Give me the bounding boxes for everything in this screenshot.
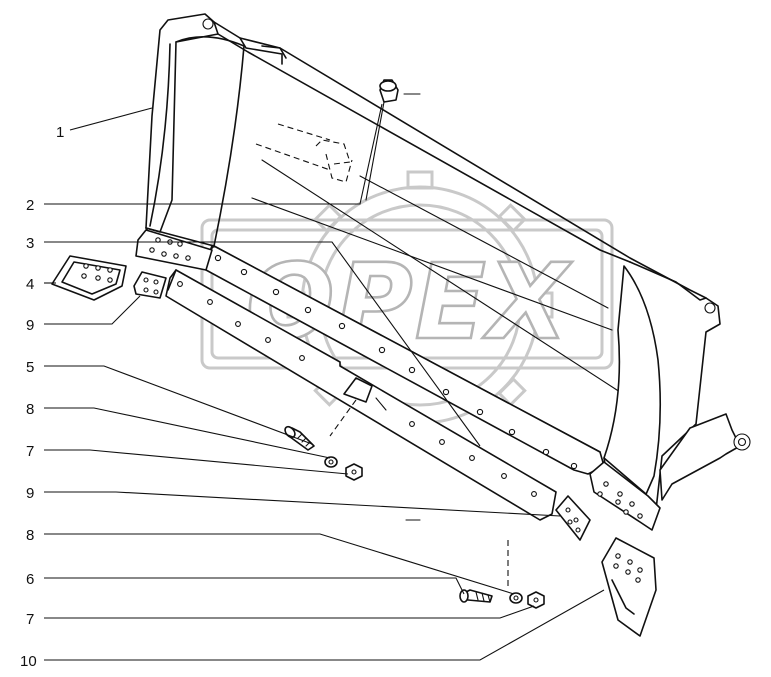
plug-fitting <box>365 79 421 201</box>
callout-labels: 1 2 3 4 9 5 8 7 9 8 6 7 10 <box>20 124 64 670</box>
fastener-set-lower <box>405 519 545 609</box>
leader-lines <box>44 103 605 661</box>
callout-10: 10 <box>20 653 37 670</box>
watermark: OPEX <box>200 170 614 440</box>
callout-8-upper: 8 <box>26 401 34 418</box>
callout-6: 6 <box>26 571 34 588</box>
end-bit-plate-left <box>51 255 127 301</box>
cutting-edge-holes <box>214 254 578 470</box>
blade-moldboard <box>145 13 751 517</box>
callout-9-lower: 9 <box>26 485 34 502</box>
callout-9-upper: 9 <box>26 317 34 334</box>
callout-7-lower: 7 <box>26 611 34 628</box>
callout-7-upper: 7 <box>26 443 34 460</box>
callout-1: 1 <box>56 124 64 141</box>
hidden-bracket <box>255 123 353 183</box>
callout-2: 2 <box>26 197 34 214</box>
exploded-cutting-edge <box>165 269 557 521</box>
right-end-bit-mounted <box>589 461 661 531</box>
fastener-set-upper <box>284 425 363 481</box>
callout-8-lower: 8 <box>26 527 34 544</box>
callout-4: 4 <box>26 276 34 293</box>
left-end-bit-mounted <box>135 229 213 271</box>
shim-plate-right <box>555 495 591 541</box>
end-bit-plate-right <box>601 537 657 637</box>
exploded-edge-holes <box>177 281 537 497</box>
cutting-edge <box>205 245 605 475</box>
callout-5: 5 <box>26 359 34 376</box>
callout-3: 3 <box>26 235 34 252</box>
shim-plate-left <box>133 271 167 299</box>
